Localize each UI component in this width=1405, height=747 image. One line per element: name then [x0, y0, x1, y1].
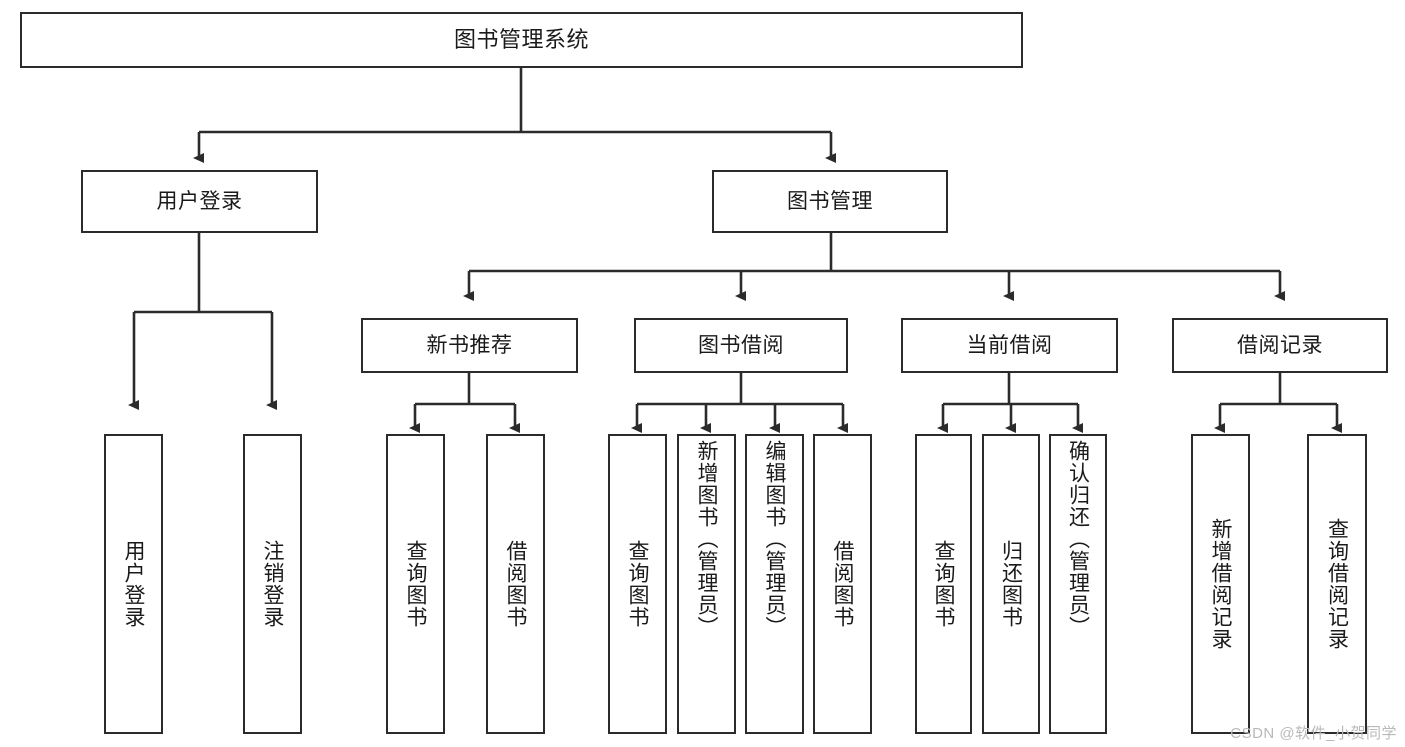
node-leaf-borrow-book-1[interactable]: 借阅图书	[486, 434, 545, 734]
node-leaf-query-record-label: 查询借阅记录	[1325, 518, 1349, 650]
node-book-manage-label: 图书管理	[787, 189, 873, 213]
node-leaf-borrow-book-2[interactable]: 借阅图书	[813, 434, 872, 734]
node-leaf-query-book-2[interactable]: 查询图书	[608, 434, 667, 734]
node-leaf-return-book-label: 归还图书	[999, 540, 1023, 628]
node-leaf-return-book[interactable]: 归还图书	[982, 434, 1040, 734]
node-leaf-add-record[interactable]: 新增借阅记录	[1191, 434, 1250, 734]
node-borrow-record[interactable]: 借阅记录	[1172, 318, 1388, 373]
node-leaf-query-book-1-label: 查询图书	[404, 540, 427, 628]
node-book-borrow-label: 图书借阅	[698, 333, 784, 357]
node-leaf-query-book-3-label: 查询图书	[932, 540, 955, 628]
node-leaf-borrow-book-1-label: 借阅图书	[504, 540, 527, 628]
csdn-watermark: CSDN @软件_小贺同学	[1230, 725, 1397, 742]
node-leaf-borrow-book-2-label: 借阅图书	[831, 540, 854, 628]
node-user-login-label: 用户登录	[156, 189, 243, 213]
node-leaf-query-book-2-label: 查询图书	[626, 540, 649, 628]
node-book-manage[interactable]: 图书管理	[712, 170, 948, 233]
node-leaf-edit-book[interactable]: 编辑图书（管理员）	[745, 434, 804, 734]
node-leaf-logout-login[interactable]: 注销登录	[243, 434, 302, 734]
node-new-book-rec-label: 新书推荐	[426, 333, 513, 357]
node-leaf-user-login-label: 用户登录	[122, 540, 145, 628]
node-leaf-add-book-label: 新增图书（管理员）	[695, 440, 718, 638]
node-leaf-query-book-3[interactable]: 查询图书	[915, 434, 972, 734]
node-leaf-query-record[interactable]: 查询借阅记录	[1307, 434, 1367, 734]
node-root-label: 图书管理系统	[453, 26, 589, 52]
node-leaf-query-book-1[interactable]: 查询图书	[386, 434, 445, 734]
node-leaf-user-login[interactable]: 用户登录	[104, 434, 163, 734]
node-root[interactable]: 图书管理系统	[20, 12, 1023, 68]
node-current-borrow[interactable]: 当前借阅	[901, 318, 1118, 373]
node-new-book-rec[interactable]: 新书推荐	[361, 318, 578, 373]
node-leaf-edit-book-label: 编辑图书（管理员）	[763, 440, 786, 638]
node-leaf-logout-login-label: 注销登录	[261, 540, 284, 628]
node-leaf-add-record-label: 新增借阅记录	[1209, 518, 1232, 650]
node-leaf-confirm-return[interactable]: 确认归还（管理员）	[1049, 434, 1107, 734]
node-leaf-confirm-return-label: 确认归还（管理员）	[1066, 440, 1090, 638]
node-book-borrow[interactable]: 图书借阅	[634, 318, 848, 373]
node-current-borrow-label: 当前借阅	[966, 333, 1053, 357]
node-user-login[interactable]: 用户登录	[81, 170, 318, 233]
node-leaf-add-book[interactable]: 新增图书（管理员）	[677, 434, 736, 734]
node-borrow-record-label: 借阅记录	[1237, 333, 1323, 357]
